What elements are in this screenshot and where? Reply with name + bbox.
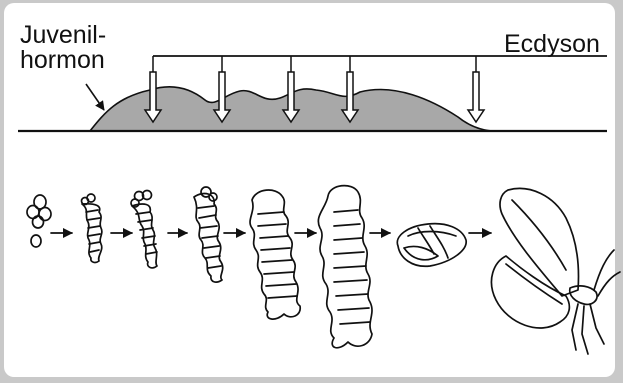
juvenile-label-line1: Juvenil- xyxy=(20,21,106,49)
larva-stage-1 xyxy=(82,194,102,262)
ecdysone-label: Ecdyson xyxy=(504,30,600,58)
larva-stage-5 xyxy=(318,186,372,348)
larva-stage-4 xyxy=(250,190,300,319)
juvenile-pointer xyxy=(86,84,104,110)
larva-stage-3 xyxy=(194,187,223,282)
egg-cluster xyxy=(27,195,51,247)
juvenile-label-line2: hormon xyxy=(20,46,105,74)
larva-stage-2 xyxy=(131,191,157,268)
adult-butterfly xyxy=(491,188,620,354)
ecdysone-arrow-5 xyxy=(468,72,484,122)
pupa xyxy=(397,224,466,267)
